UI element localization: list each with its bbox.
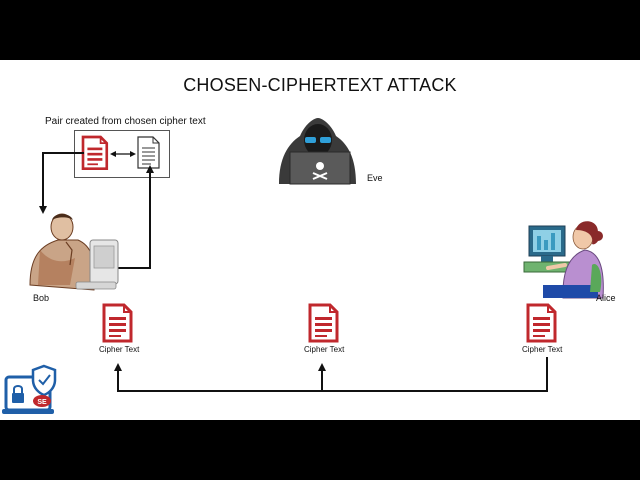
arrow-bob-to-pair <box>118 165 154 269</box>
cipher-label-middle: Cipher Text <box>304 345 345 354</box>
alice-label: Alice <box>596 293 616 303</box>
cipher-doc-icon-left <box>102 303 133 343</box>
cipher-doc-icon-middle <box>308 303 339 343</box>
eve-label: Eve <box>367 173 383 183</box>
slide: CHOSEN-CIPHERTEXT ATTACK Pair created fr… <box>0 60 640 420</box>
diagram-canvas: SE <box>2 118 604 414</box>
eve-hacker-icon <box>279 118 356 185</box>
bob-person-icon <box>29 213 119 291</box>
arrow-pair-to-bob <box>39 152 84 214</box>
bob-label: Bob <box>33 293 50 303</box>
pair-plain-document-icon <box>137 136 160 169</box>
logo-text: SE <box>37 399 47 406</box>
security-logo-icon: SE <box>2 364 57 414</box>
cipher-label-right: Cipher Text <box>522 345 563 354</box>
arrow-alice-to-bob <box>114 357 548 392</box>
pair-red-document-icon <box>81 135 109 170</box>
alice-person-icon <box>523 221 604 299</box>
diagram-title: CHOSEN-CIPHERTEXT ATTACK <box>183 75 457 95</box>
pair-caption: Pair created from chosen cipher text <box>45 116 206 127</box>
cipher-label-left: Cipher Text <box>99 345 140 354</box>
cipher-doc-icon-right <box>526 303 557 343</box>
